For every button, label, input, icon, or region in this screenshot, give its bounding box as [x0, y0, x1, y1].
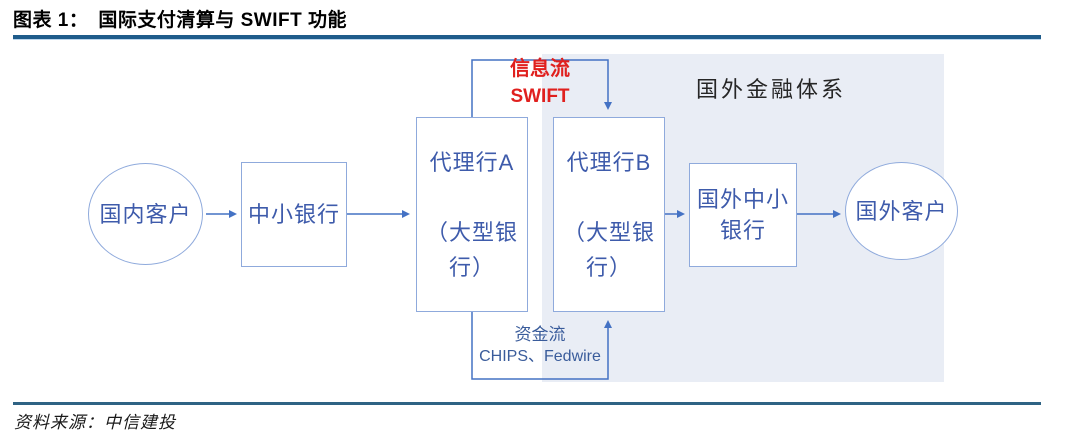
node-agent-bank-a: 代理行A （大型银行）	[416, 117, 528, 312]
info-flow-line2: SWIFT	[510, 86, 570, 107]
info-flow-line1: 信息流	[510, 58, 570, 80]
funds-flow-label: 资金流 CHIPS、Fedwire	[435, 324, 645, 368]
node-agent-bank-b-label: 代理行B （大型银行）	[562, 149, 655, 280]
node-foreign-small-bank: 国外中小银行	[689, 163, 797, 267]
source-note: 资料来源：中信建投	[14, 413, 176, 432]
footer-rule	[13, 402, 1041, 405]
arrow-funds-flow-bracket	[471, 312, 612, 380]
figure-label: 图表 1：	[13, 10, 89, 31]
node-domestic-customer: 国内客户	[88, 163, 203, 265]
node-small-bank-label: 中小银行	[247, 202, 340, 227]
node-foreign-customer: 国外客户	[845, 162, 958, 260]
node-domestic-customer-label: 国内客户	[99, 201, 192, 227]
funds-flow-line1: 资金流	[514, 325, 566, 344]
info-flow-label: 信息流 SWIFT	[472, 56, 608, 110]
arrow-info-flow-bracket	[471, 59, 612, 117]
figure-header: 图表 1： 国际支付清算与 SWIFT 功能	[13, 5, 347, 32]
node-foreign-small-bank-label: 国外中小银行	[696, 187, 789, 243]
node-small-bank: 中小银行	[241, 162, 347, 267]
region-label: 国外金融体系	[695, 77, 846, 102]
node-agent-bank-a-label: 代理行A （大型银行）	[425, 149, 518, 280]
figure-title: 国际支付清算与 SWIFT 功能	[98, 10, 348, 31]
node-agent-bank-b: 代理行B （大型银行）	[553, 117, 665, 312]
node-foreign-customer-label: 国外客户	[855, 198, 948, 224]
title-rule	[13, 35, 1041, 40]
funds-flow-line2: CHIPS、Fedwire	[479, 348, 601, 365]
